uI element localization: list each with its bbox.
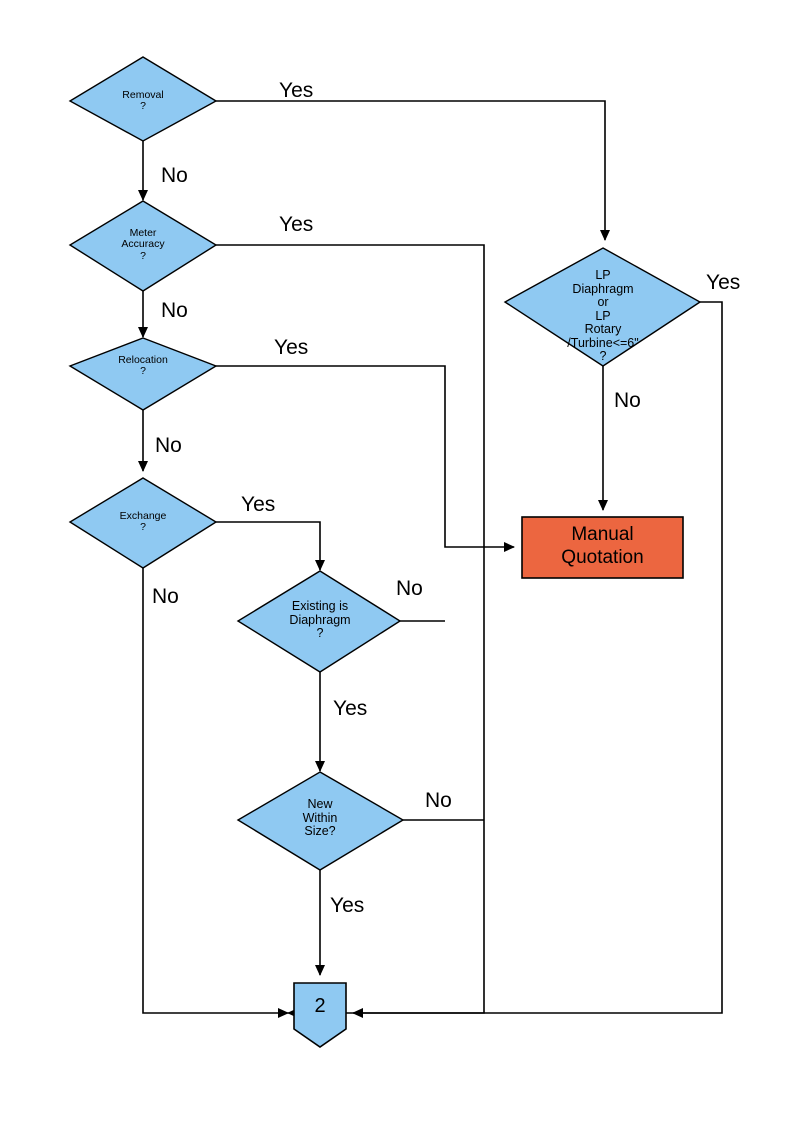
- node-new-within-size[interactable]: [236, 771, 405, 871]
- node-manual-quotation[interactable]: [521, 516, 684, 579]
- edge-removal-yes: [216, 100, 610, 241]
- edge-label-new-within-size-yes: Yes: [330, 894, 365, 917]
- edge-label-existing-diaphragm-yes: Yes: [333, 697, 368, 720]
- edge-meter-accuracy-yes: [216, 244, 485, 820]
- edge-label-new-within-size-no: No: [425, 789, 452, 812]
- edge-label-removal-no: No: [161, 164, 188, 187]
- edge-exchange-yes: [216, 521, 325, 571]
- node-existing-diaphragm[interactable]: [236, 570, 402, 673]
- edge-lp-check-yes: [352, 301, 723, 1018]
- edge-label-existing-diaphragm-no: No: [396, 577, 423, 600]
- edge-label-relocation-yes: Yes: [274, 336, 309, 359]
- node-relocation[interactable]: [68, 337, 218, 411]
- edge-label-exchange-no: No: [152, 585, 179, 608]
- node-exchange[interactable]: [68, 477, 218, 569]
- edge-label-relocation-no: No: [155, 434, 182, 457]
- edge-label-lp-check-no: No: [614, 389, 641, 412]
- edge-exchange-no: [142, 567, 289, 1018]
- edge-label-exchange-yes: Yes: [241, 493, 276, 516]
- node-removal[interactable]: [68, 56, 218, 142]
- edge-relocation-yes: [216, 365, 515, 552]
- edge-label-meter-accuracy-no: No: [161, 299, 188, 322]
- node-lp-check[interactable]: [503, 247, 702, 367]
- edge-label-lp-check-yes: Yes: [706, 271, 741, 294]
- edge-label-removal-yes: Yes: [279, 79, 314, 102]
- node-meter-accuracy[interactable]: [68, 200, 218, 292]
- node-connector-2[interactable]: [293, 982, 347, 1048]
- edge-label-meter-accuracy-yes: Yes: [279, 213, 314, 236]
